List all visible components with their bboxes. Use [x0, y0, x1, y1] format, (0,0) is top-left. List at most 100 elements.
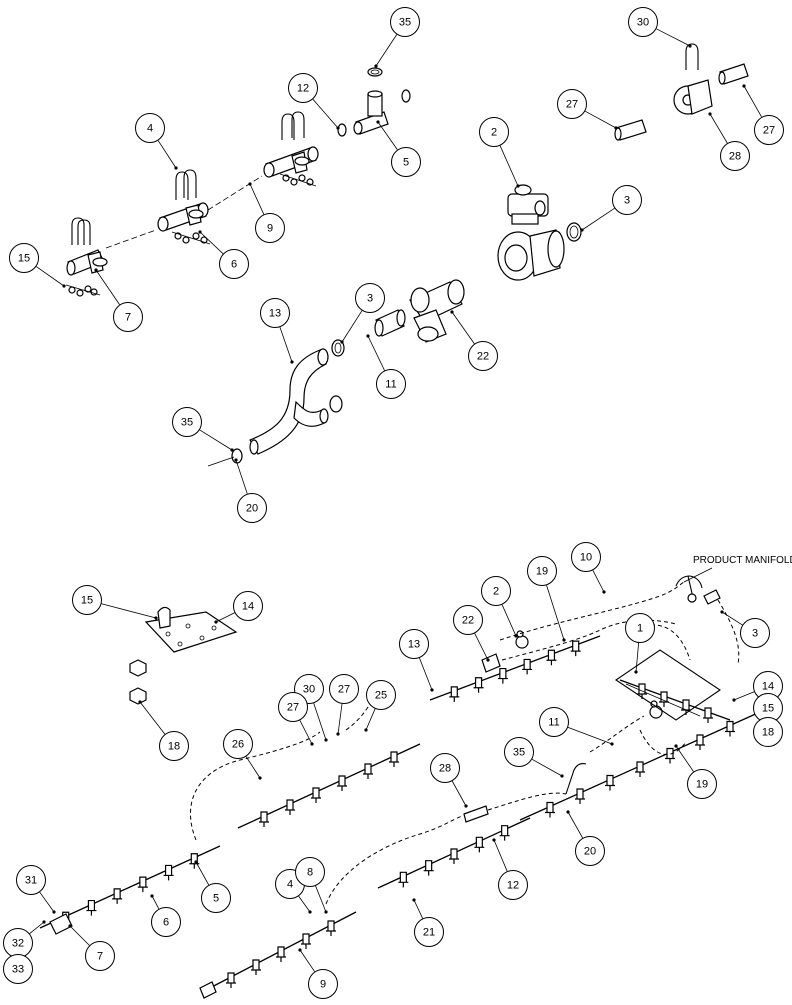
callout-number: 11 [385, 379, 396, 391]
leader-arrow [364, 728, 368, 732]
leader-arrow [42, 920, 46, 924]
callout-number: 6 [163, 917, 169, 929]
leader-line-28 [451, 780, 467, 807]
leader-line-30 [656, 28, 691, 47]
leader-arrow [516, 184, 520, 188]
hose-3 [717, 599, 740, 665]
callout-number: 14 [242, 601, 254, 613]
spray-nozzle [546, 649, 557, 666]
manifold-frame-1 [615, 649, 721, 721]
leader-line-5 [377, 121, 398, 150]
hose-19-right [639, 729, 687, 755]
spray-nozzle [522, 658, 533, 675]
tee-fitting [263, 146, 319, 178]
callout-number: 32 [12, 938, 24, 950]
leader-line-3 [581, 207, 615, 231]
callout-circle [571, 542, 601, 572]
callout-number: 26 [232, 739, 244, 751]
callout-number: 9 [267, 223, 273, 235]
spray-nozzle [637, 683, 647, 699]
coupling-28 [673, 79, 713, 115]
leader-arrow [336, 732, 340, 736]
leader-arrow [688, 44, 692, 48]
elbow-35 [565, 763, 587, 795]
leader-line-20 [235, 459, 248, 494]
leader-arrow [566, 810, 570, 814]
callout-circle [308, 969, 338, 999]
leader-arrow [720, 610, 724, 614]
callout-circle [625, 613, 655, 643]
callout-circle [172, 407, 202, 437]
spray-nozzle [449, 848, 459, 864]
leader-line-6 [199, 231, 224, 255]
leader-arrow [248, 182, 252, 186]
callout-circle [151, 907, 181, 937]
leader-arrow [742, 84, 746, 88]
lower-callout-12: 12 [498, 870, 528, 900]
leader-arrow [514, 634, 518, 638]
leader-line-31 [39, 891, 55, 913]
callout-circle [575, 836, 605, 866]
leader-arrow [62, 284, 66, 288]
callout-number: 3 [624, 195, 630, 207]
leader-arrow [430, 688, 434, 692]
upper-callout-27: 27 [754, 115, 784, 145]
callout-circle [468, 341, 498, 371]
upper-callout-28: 28 [720, 141, 750, 171]
pump-2-small [515, 630, 529, 649]
callout-number: 30 [303, 684, 315, 696]
upper-callout-35: 35 [172, 407, 202, 437]
spray-nozzle [251, 959, 261, 975]
callout-number: 21 [423, 927, 435, 939]
callout-circle [479, 117, 509, 147]
valve-1 [649, 700, 663, 719]
tee-fitting-6 [157, 202, 209, 232]
u-bolt-30 [685, 43, 699, 70]
spray-nozzle [575, 788, 585, 804]
callout-circle [260, 298, 290, 328]
lower-callout-32: 32 [3, 928, 33, 958]
leader-arrow [450, 310, 454, 314]
callout-number: 1 [637, 623, 643, 635]
callout-number: 19 [696, 779, 708, 791]
strainer-22-small [481, 653, 501, 673]
leader-arrow [308, 910, 312, 914]
leader-line-26 [245, 756, 261, 779]
callout-number: 5 [213, 893, 219, 905]
hose-1 [643, 624, 691, 661]
leader-line-32 [29, 921, 45, 934]
lower-callout-7: 7 [85, 941, 115, 971]
upper-callout-22: 22 [468, 341, 498, 371]
leader-arrow [68, 924, 72, 928]
lower-callout-6: 6 [151, 907, 181, 937]
callout-circle [376, 369, 406, 399]
leader-line-4 [157, 140, 177, 169]
lower-callout-25: 25 [366, 680, 396, 710]
callout-circle [754, 115, 784, 145]
tee-fitting-7 [66, 249, 108, 276]
lower-callout-15: 15 [753, 693, 783, 723]
callout-number: 18 [762, 727, 774, 739]
callout-circle [223, 729, 253, 759]
spray-nozzle [363, 763, 373, 779]
callout-circle [135, 113, 165, 143]
pipe-27 [614, 63, 749, 141]
lower-callout-33: 33 [3, 954, 33, 984]
hose-26 [190, 731, 321, 841]
hose-10 [499, 581, 685, 641]
leader-line-10 [592, 570, 605, 593]
leader-arrow [230, 448, 234, 452]
leader-arrow [138, 700, 142, 704]
callout-number: 4 [287, 879, 293, 891]
lower-callout-35: 35 [504, 737, 534, 767]
callout-circle [3, 954, 33, 984]
leader-arrow [602, 590, 606, 594]
hose-20 [487, 792, 567, 811]
callout-number: 27 [338, 684, 350, 696]
callout-circle [399, 629, 429, 659]
leader-arrow [174, 166, 178, 170]
spray-nozzle [499, 825, 510, 841]
lower-callout-15: 15 [72, 585, 102, 615]
callout-circle [527, 556, 557, 586]
callout-circle [201, 883, 231, 913]
